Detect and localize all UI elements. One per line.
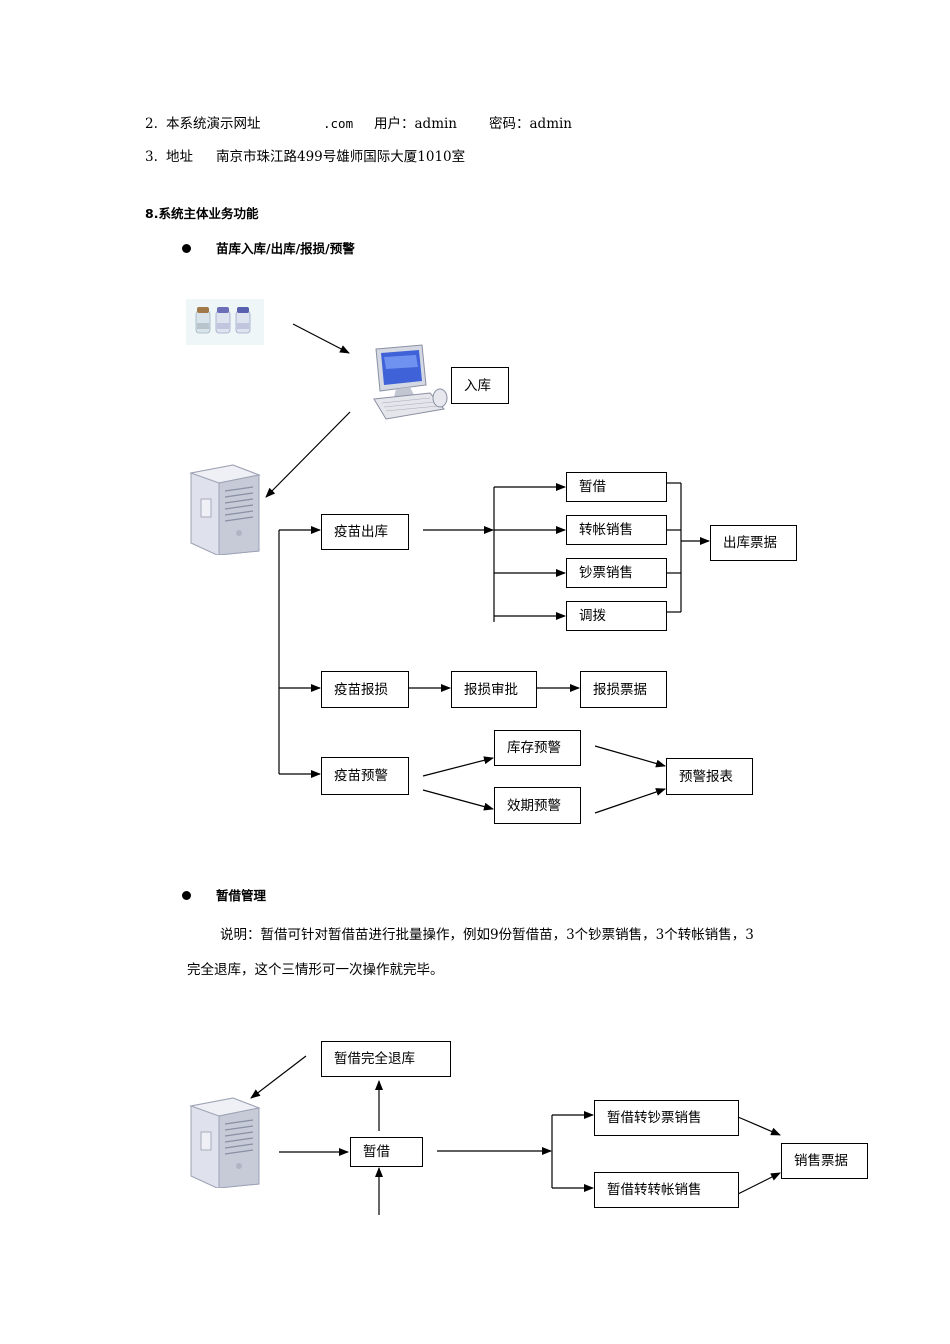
list-number-2: 2. [145, 116, 158, 132]
node-outbound-receipt: 出库票据 [710, 525, 797, 561]
node-sale-receipt: 销售票据 [781, 1143, 868, 1179]
bullet-heading-2: 暂借管理 [216, 888, 267, 903]
node-damage-receipt: 报损票据 [580, 671, 667, 708]
node-vaccine-alert: 疫苗预警 [321, 757, 409, 795]
section-title: 8.系统主体业务功能 [145, 206, 259, 221]
demo-password: 密码：admin [489, 116, 573, 132]
node-damage-approval: 报损审批 [451, 671, 537, 708]
node-transfer-sale: 转帐销售 [566, 515, 667, 545]
computer-icon [373, 344, 448, 420]
bullet-dot-2 [182, 891, 191, 900]
server-icon [189, 464, 261, 555]
server-icon-2 [189, 1097, 261, 1188]
node-loan-to-cash-sale: 暂借转钞票销售 [594, 1100, 739, 1136]
demo-url-label: 本系统演示网址 [166, 116, 261, 132]
node-loan-2: 暂借 [350, 1137, 423, 1167]
node-allocation: 调拨 [566, 601, 667, 631]
node-cash-sale: 钞票销售 [566, 558, 667, 588]
address-value: 南京市珠江路499号雄师国际大厦1010室 [216, 149, 466, 165]
node-loan-full-return: 暂借完全退库 [321, 1041, 451, 1077]
description-line-2: 完全退库，这个三情形可一次操作就完毕。 [187, 962, 444, 978]
demo-url-domain: .com [323, 116, 354, 131]
bullet-heading-1: 苗库入库/出库/报损/预警 [216, 241, 355, 256]
node-expiry-alert: 效期预警 [494, 787, 581, 824]
node-loan-to-transfer-sale: 暂借转转帐销售 [594, 1172, 739, 1208]
node-loan: 暂借 [566, 472, 667, 502]
bullet-dot-1 [182, 244, 191, 253]
address-label: 地址 [166, 149, 193, 165]
vaccine-vials-image [186, 299, 264, 345]
list-number-3: 3. [145, 149, 158, 165]
node-vaccine-outbound: 疫苗出库 [321, 514, 409, 550]
node-stock-alert: 库存预警 [494, 730, 581, 766]
node-inbound: 入库 [451, 367, 509, 404]
node-alert-report: 预警报表 [666, 758, 753, 795]
node-vaccine-damage: 疫苗报损 [321, 671, 409, 708]
description-line-1: 说明：暂借可针对暂借苗进行批量操作，例如9份暂借苗，3个钞票销售，3个转帐销售，… [220, 927, 754, 943]
demo-user: 用户：admin [374, 116, 458, 132]
